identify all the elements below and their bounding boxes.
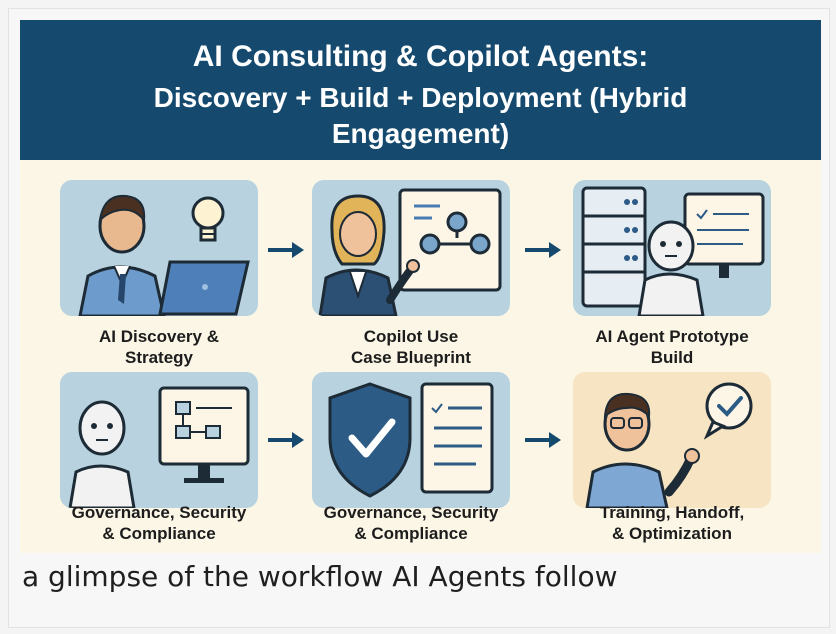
title-line-1: AI Consulting & Copilot Agents: [192, 40, 649, 73]
step-5-label: Governance, Security & Compliance [296, 502, 526, 544]
step-1-label: AI Discovery & Strategy [44, 326, 274, 368]
robot-icon [68, 400, 136, 508]
step-6-label: Training, Handoff, & Optimization [557, 502, 787, 544]
flowchart-monitor-icon [158, 386, 250, 483]
robot-icon [637, 220, 705, 316]
step-2-label-line-1: Copilot Use [363, 327, 459, 346]
step-4-illustration [60, 372, 258, 508]
title-line-2: Discovery + Build + Deployment (Hybrid [153, 82, 688, 113]
laptop-icon [158, 260, 250, 316]
step-4-label-line-1: Governance, Security [71, 503, 247, 522]
arrow-right-icon [525, 432, 561, 448]
step-5-illustration [312, 372, 510, 508]
flowchart-board-icon [398, 188, 502, 292]
step-4-label: Governance, Security & Compliance [44, 502, 274, 544]
step-2-label-line-2: Case Blueprint [351, 348, 471, 367]
step-5-label-line-2: & Compliance [354, 524, 468, 543]
shield-check-icon [328, 382, 412, 498]
step-3-label-line-2: Build [650, 348, 694, 367]
arrow-right-icon [268, 432, 304, 448]
step-3-label: AI Agent Prototype Build [557, 326, 787, 368]
step-3-illustration [573, 180, 771, 316]
step-4-label-line-2: & Compliance [102, 524, 216, 543]
workflow-infographic: AI Consulting & Copilot Agents: Discover… [20, 20, 821, 553]
title-banner: AI Consulting & Copilot Agents: Discover… [20, 20, 821, 160]
monitor-icon [683, 192, 765, 278]
step-1-label-line-1: AI Discovery & [99, 327, 219, 346]
step-6-illustration [573, 372, 771, 508]
title-line-3: Engagement) [331, 118, 510, 149]
presenter-person-icon [318, 194, 420, 316]
step-1-illustration [60, 180, 258, 316]
step-3-label-line-1: AI Agent Prototype [595, 327, 749, 346]
step-2-illustration [312, 180, 510, 316]
figure-caption: a glimpse of the workflow AI Agents foll… [22, 560, 618, 593]
server-rack-icon [581, 186, 647, 308]
step-6-label-line-2: & Optimization [612, 524, 732, 543]
trainer-person-icon [585, 392, 700, 508]
step-5-label-line-1: Governance, Security [323, 503, 499, 522]
arrow-right-icon [525, 242, 561, 258]
step-6-label-line-1: Training, Handoff, [599, 503, 745, 522]
step-1-label-line-2: Strategy [124, 348, 194, 367]
check-speech-bubble-icon [703, 382, 753, 440]
lightbulb-icon [191, 196, 225, 242]
consultant-person-icon [78, 194, 166, 316]
step-2-label: Copilot Use Case Blueprint [296, 326, 526, 368]
checklist-document-icon [420, 382, 494, 494]
arrow-right-icon [268, 242, 304, 258]
